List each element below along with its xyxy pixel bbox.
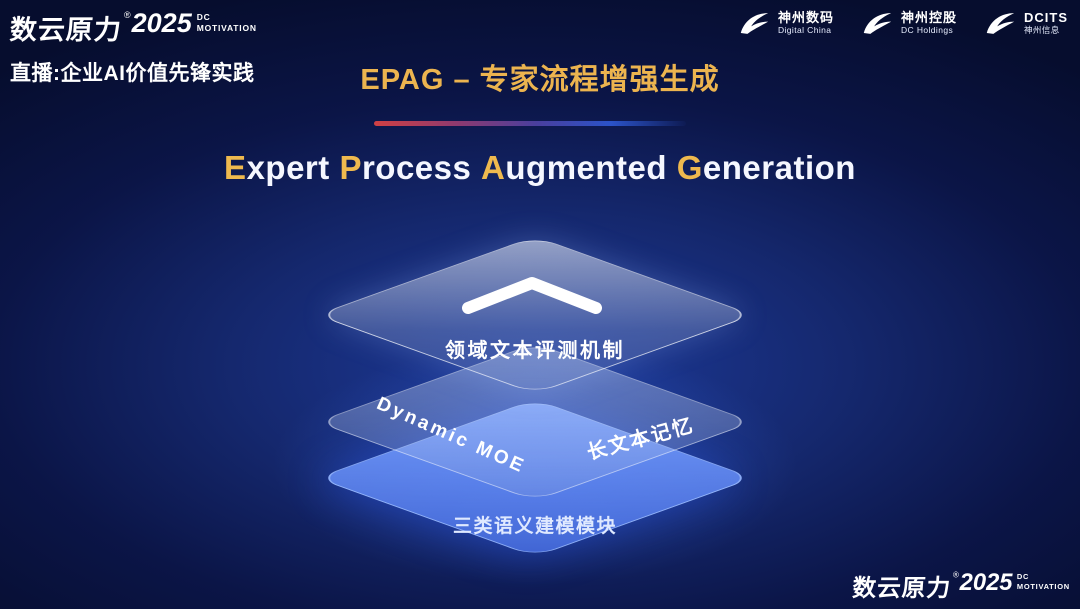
registered-mark: ® bbox=[124, 10, 131, 20]
brand-year: 2025 bbox=[131, 8, 192, 38]
brand-logo-footer: 数云原力 ® 2025 DC MOTIVATION bbox=[851, 568, 1070, 603]
gradient-divider bbox=[374, 121, 686, 126]
swoosh-icon bbox=[863, 13, 892, 34]
swoosh-icon bbox=[740, 13, 769, 34]
layer-stack-diagram: 领域文本评测机制 Dynamic MOE 长文本记忆 三类语义建模模块 bbox=[0, 215, 1080, 609]
brand-tagline: DC MOTIVATION bbox=[1017, 572, 1070, 591]
brand-tag-line1: DC bbox=[196, 12, 211, 22]
brand-name: 数云原力 bbox=[851, 574, 953, 602]
partner-name: 神州控股 bbox=[900, 10, 957, 26]
partner-text: DCITS 神州信息 bbox=[1024, 10, 1068, 36]
swoosh-icon bbox=[986, 13, 1015, 34]
brand-tag-line1: DC bbox=[1017, 572, 1030, 581]
chevron-up-icon bbox=[456, 273, 608, 322]
brand-tag-line2: MOTIVATION bbox=[196, 22, 257, 33]
partner-subname: DC Holdings bbox=[900, 25, 954, 36]
partner-subname: Digital China bbox=[777, 25, 832, 36]
partner-name: DCITS bbox=[1024, 10, 1068, 26]
live-stream-label: 直播:企业AI价值先锋实践 bbox=[10, 62, 255, 85]
partner-dc-holdings: 神州控股 DC Holdings bbox=[860, 10, 957, 37]
partner-subname: 神州信息 bbox=[1024, 25, 1060, 36]
bottom-layer-label: 三类语义建模模块 bbox=[452, 516, 618, 537]
registered-mark: ® bbox=[953, 570, 959, 580]
partner-dcits: DCITS 神州信息 bbox=[983, 10, 1068, 37]
partner-digital-china: 神州数码 Digital China bbox=[737, 10, 834, 37]
partner-logos: 神州数码 Digital China 神州控股 DC Holdings DCIT… bbox=[737, 10, 1068, 37]
page-title: EPAG – 专家流程增强生成 bbox=[360, 64, 720, 96]
brand-tagline: DC MOTIVATION bbox=[197, 12, 257, 33]
top-layer-label: 领域文本评测机制 bbox=[445, 340, 625, 362]
brand-year: 2025 bbox=[959, 568, 1013, 596]
partner-name: 神州数码 bbox=[777, 10, 834, 26]
brand-logo-header: 数云原力 ® 2025 DC MOTIVATION bbox=[8, 8, 257, 47]
partner-text: 神州控股 DC Holdings bbox=[900, 10, 957, 36]
brand-tag-line2: MOTIVATION bbox=[1017, 581, 1070, 591]
partner-text: 神州数码 Digital China bbox=[777, 10, 834, 36]
subtitle-english: Expert Process Augmented Generation bbox=[224, 149, 856, 186]
brand-name: 数云原力 bbox=[8, 15, 123, 45]
